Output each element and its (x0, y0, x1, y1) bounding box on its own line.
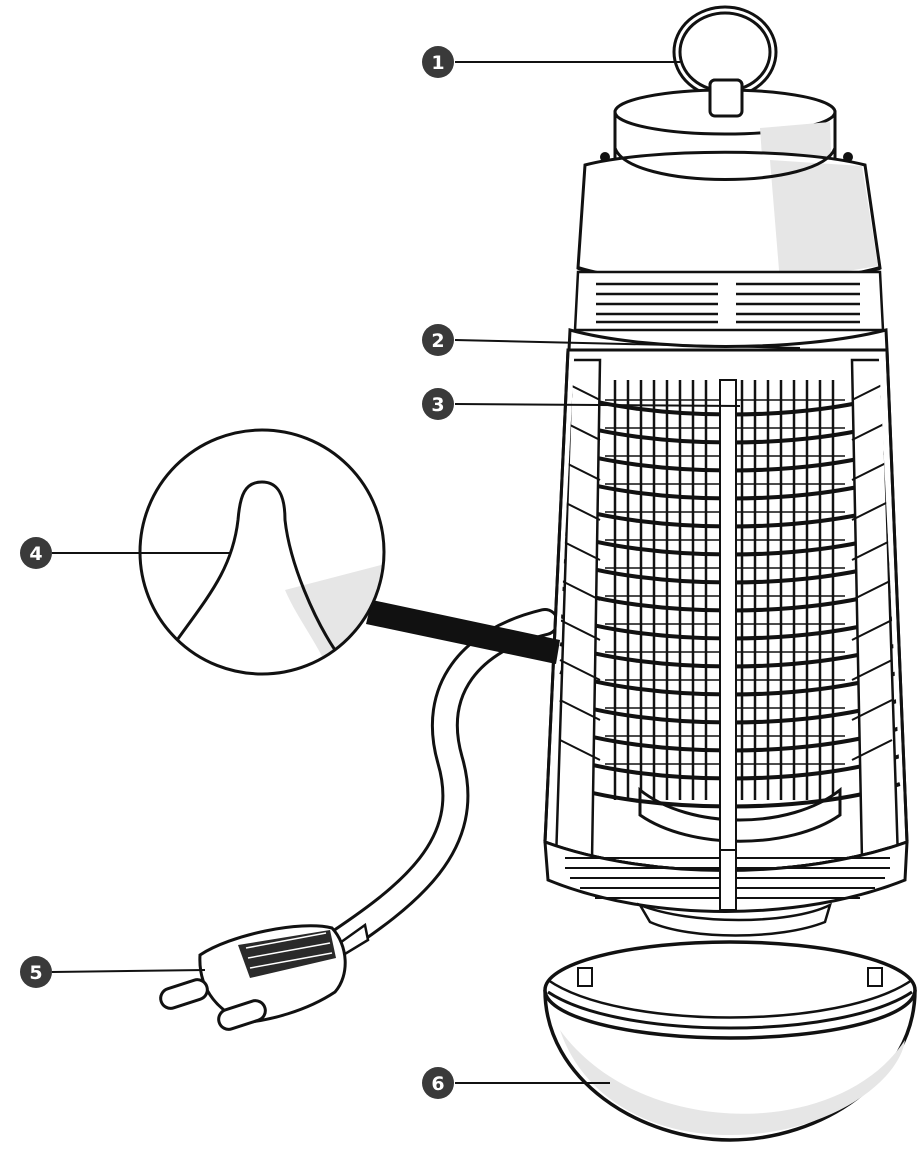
power-plug (159, 922, 370, 1031)
callout-3: 3 (422, 388, 454, 420)
detail-magnifier (138, 428, 386, 676)
callout-1: 1 (422, 46, 454, 78)
magnifier-pointer (366, 600, 560, 664)
callout-badge (422, 1067, 454, 1099)
callout-number: 6 (431, 1073, 444, 1095)
callout-6: 6 (422, 1067, 454, 1099)
leader-lines (51, 61, 801, 1084)
callout-badge (422, 388, 454, 420)
lamp-base (543, 839, 909, 937)
power-cord (316, 608, 559, 962)
collection-tray (543, 940, 917, 1142)
leader-line-3 (454, 403, 741, 407)
callout-badge (422, 324, 454, 356)
leader-line-2 (454, 339, 801, 349)
callout-number: 3 (431, 394, 444, 416)
callout-number: 4 (29, 543, 42, 565)
callout-4: 4 (20, 537, 52, 569)
callout-badge (422, 46, 454, 78)
top-housing (576, 147, 882, 287)
callout-2: 2 (422, 324, 454, 356)
protective-cage (543, 348, 909, 872)
callout-number: 1 (431, 52, 444, 74)
callout-number: 2 (431, 330, 444, 352)
callout-badge (20, 537, 52, 569)
leader-line-5 (51, 969, 206, 973)
callout-badge (20, 956, 52, 988)
callout-number: 5 (29, 962, 42, 984)
callout-5: 5 (20, 956, 52, 988)
